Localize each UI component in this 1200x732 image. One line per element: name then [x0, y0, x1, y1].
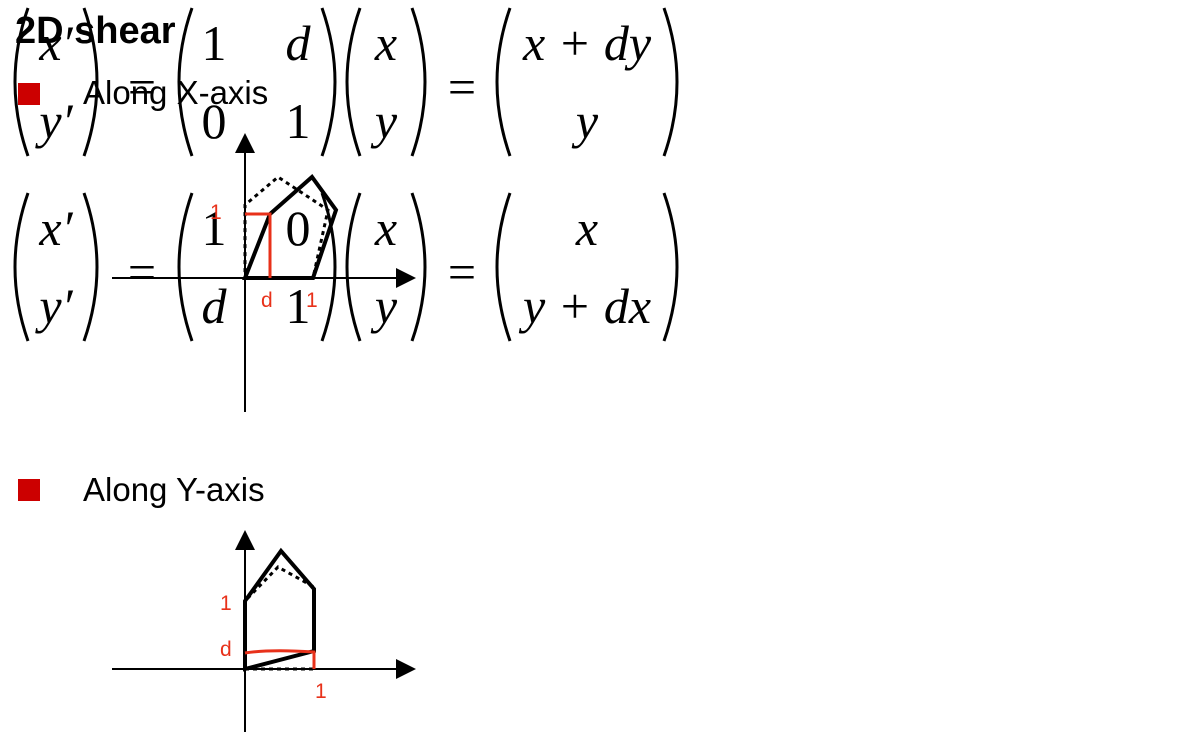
- matrix-paren-left: [177, 7, 194, 157]
- label-one-x: 1: [315, 680, 327, 703]
- rhs-bottom: y: [571, 93, 599, 149]
- vector-paren-right: [410, 192, 427, 342]
- equals-sign-1: =: [128, 244, 156, 300]
- label-one-y: 1: [220, 592, 232, 615]
- matrix-a22: 1: [286, 278, 311, 334]
- matrix-a21: 0: [202, 93, 227, 149]
- lhs-x-prime: x′: [38, 200, 73, 256]
- section-label-x-axis: Along X-axis: [83, 74, 269, 111]
- equation-shear-x: x′ y′ = 1 d 0 1 x y = x + dy y: [13, 7, 679, 157]
- vector-paren-right: [410, 7, 427, 157]
- rhs-top: x: [575, 200, 598, 256]
- lhs-y-prime: y′: [34, 93, 73, 149]
- vector-paren-left: [345, 192, 362, 342]
- sheared-shape: [242, 174, 339, 280]
- paren-right-1: [82, 192, 99, 342]
- section-label-y-axis: Along Y-axis: [83, 471, 265, 508]
- paren-left-1: [13, 192, 30, 342]
- equals-sign-2: =: [448, 244, 476, 300]
- lhs-x-prime: x′: [38, 15, 73, 71]
- sheared-shape: [243, 547, 316, 672]
- bullet-square-y: [18, 479, 40, 501]
- vector-paren-left: [345, 7, 362, 157]
- bullet-square-x: [18, 83, 40, 105]
- matrix-a21: d: [202, 278, 228, 334]
- equation-shear-y: x′ y′ = 1 0 d 1 x y = x y + dx: [13, 192, 679, 342]
- vector-x: x: [374, 200, 397, 256]
- rhs-paren-left: [495, 7, 512, 157]
- shear-offset-marker: [244, 649, 316, 669]
- shear-y-diagram: 1 d 1: [112, 530, 416, 732]
- shear-offset-marker: [245, 212, 272, 278]
- rhs-top: x + dy: [522, 15, 652, 71]
- label-d: d: [261, 289, 273, 312]
- equals-sign-2: =: [448, 59, 476, 115]
- equals-sign-1: =: [128, 59, 156, 115]
- vector-x: x: [374, 15, 397, 71]
- rhs-paren-right: [662, 7, 679, 157]
- original-shape-dotted: [243, 175, 330, 280]
- matrix-paren-left: [177, 192, 194, 342]
- paren-left-1: [13, 7, 30, 157]
- rhs-paren-left: [495, 192, 512, 342]
- label-one-y: 1: [210, 201, 222, 224]
- slide-title: 2D shear: [15, 10, 176, 52]
- vector-y: y: [370, 278, 398, 334]
- label-d: d: [220, 638, 232, 661]
- matrix-paren-right: [320, 7, 337, 157]
- shear-x-diagram: 1 d 1: [112, 133, 416, 412]
- rhs-paren-right: [662, 192, 679, 342]
- label-one-x: 1: [306, 289, 318, 312]
- rhs-bottom: y + dx: [518, 278, 651, 334]
- matrix-a22: 1: [286, 93, 311, 149]
- matrix-a11: 1: [202, 15, 227, 71]
- matrix-a11: 1: [202, 200, 227, 256]
- lhs-y-prime: y′: [34, 278, 73, 334]
- matrix-a12: d: [286, 15, 312, 71]
- matrix-a12: 0: [286, 200, 311, 256]
- vector-y: y: [370, 93, 398, 149]
- paren-right-1: [82, 7, 99, 157]
